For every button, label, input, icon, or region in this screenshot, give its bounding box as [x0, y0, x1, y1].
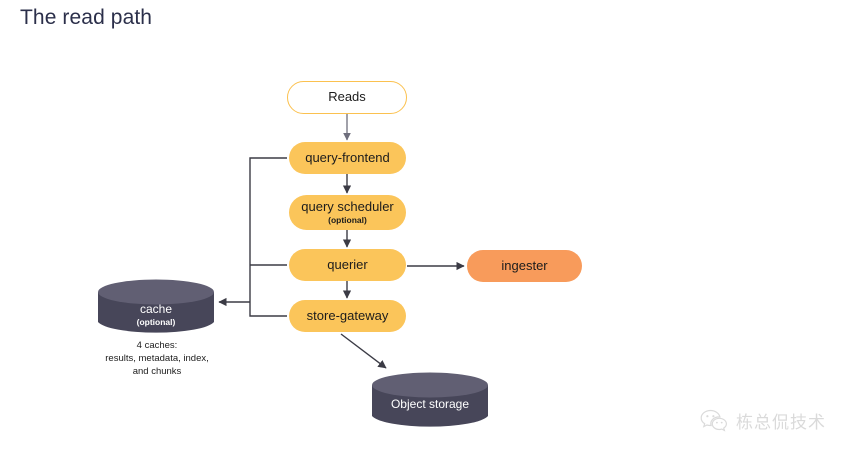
node-ingester[interactable]: ingester: [467, 250, 582, 282]
edge-bus-query-frontend-to-cache: [249, 157, 287, 302]
wechat-icon: [700, 409, 728, 432]
node-cache-label: cache: [139, 302, 173, 316]
node-reads-label: Reads: [328, 89, 366, 105]
node-object-storage-label-group: Object storage: [371, 397, 489, 412]
cylinder-shape-object-storage: [372, 372, 488, 427]
page-title: The read path: [20, 6, 153, 29]
cache-caption-line-3: and chunks: [132, 365, 182, 377]
node-query-scheduler-label: query scheduler: [301, 198, 394, 214]
node-ingester-label: ingester: [501, 257, 548, 273]
node-cache-label-group: cache (optional): [97, 302, 215, 328]
node-reads[interactable]: Reads: [287, 81, 407, 114]
node-querier[interactable]: querier: [289, 249, 406, 281]
edge-store-gateway-to-object-storage: [340, 333, 387, 369]
cache-caption-line-1: 4 caches:: [136, 340, 178, 351]
node-querier-label: querier: [327, 256, 368, 272]
node-query-scheduler[interactable]: query scheduler (optional): [289, 195, 406, 230]
node-query-scheduler-sublabel: (optional): [328, 214, 367, 225]
node-query-frontend[interactable]: query-frontend: [289, 142, 406, 174]
node-object-storage[interactable]: Object storage: [371, 372, 489, 429]
cylinder-shape-cache: [98, 279, 214, 333]
cache-caption-line-2: results, metadata, index,: [105, 352, 209, 364]
node-cache-sublabel: (optional): [136, 316, 176, 327]
node-object-storage-label: Object storage: [390, 397, 470, 411]
node-query-frontend-label: query-frontend: [305, 149, 390, 165]
node-store-gateway-label: store-gateway: [306, 307, 389, 323]
edge-bus-store-gateway-to-cache: [249, 302, 287, 317]
watermark: 栋总侃技术: [700, 408, 826, 433]
watermark-text: 栋总侃技术: [736, 413, 826, 432]
cache-caption: 4 caches: results, metadata, index, and …: [95, 340, 219, 378]
node-cache[interactable]: cache (optional): [97, 279, 215, 335]
node-store-gateway[interactable]: store-gateway: [289, 300, 406, 332]
